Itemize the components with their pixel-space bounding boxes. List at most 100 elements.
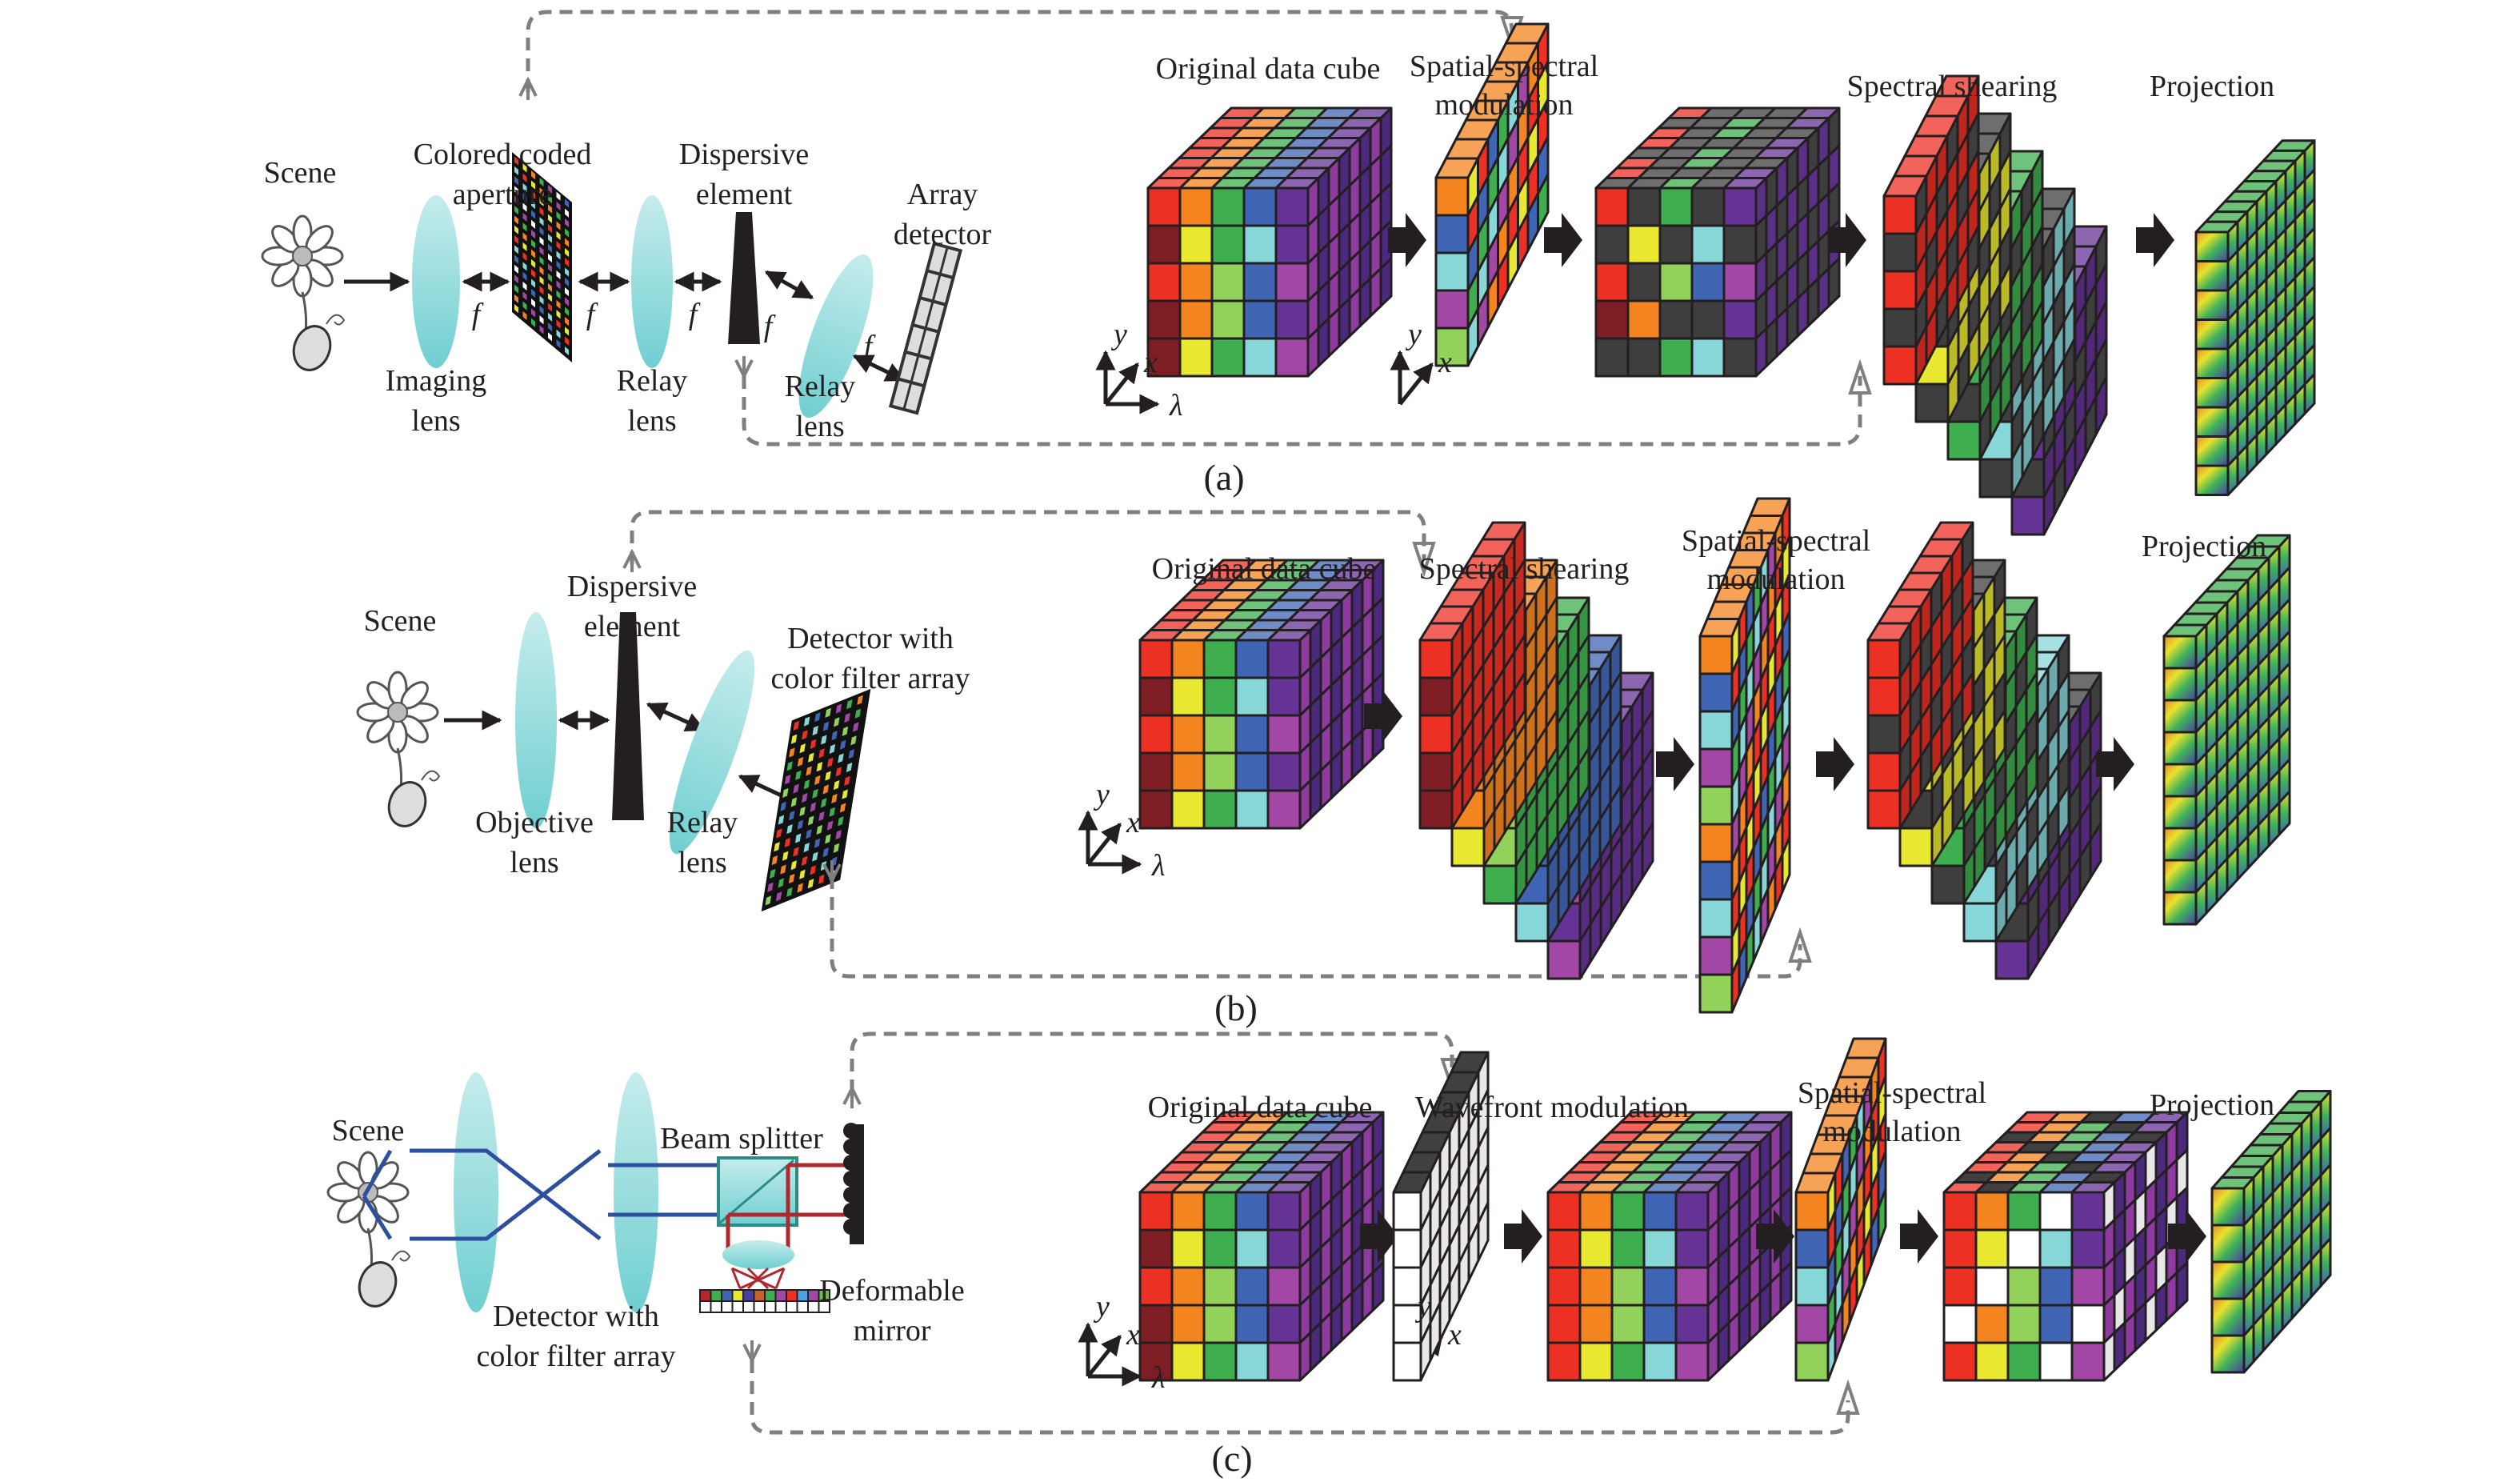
cube-front-cell: [2038, 1191, 2074, 1232]
cube-front-cell: [1626, 224, 1662, 265]
cube-side-cell: [1298, 779, 1312, 830]
cube-front-cell: [2070, 1228, 2106, 1269]
cube-front-cell: [1234, 1341, 1270, 1382]
detector-color-filter-array-icon: [699, 1289, 830, 1313]
cube-front-cell: [1674, 1228, 1710, 1269]
ray-blue-icon: [410, 1148, 602, 1241]
cube-front-cell: [1962, 902, 1998, 943]
cube-front-cell: [1610, 1341, 1646, 1382]
cube-front-cell: [2070, 1191, 2106, 1232]
cube-side-cell: [1817, 267, 1830, 318]
cube-front-cell: [1626, 337, 1662, 378]
axis-y-label: y: [1093, 1290, 1110, 1324]
cube-front-cell: [1626, 262, 1662, 302]
axis-lambda-label: λ: [1151, 849, 1165, 883]
cube-side-cell: [1309, 769, 1322, 819]
axis-y-label: y: [1414, 1290, 1431, 1324]
projection-slab: [2194, 139, 2316, 496]
stage-arrow-icon: [1364, 689, 1402, 743]
wavefront-modulated-cube: [1546, 1111, 1793, 1382]
cube-side-cell: [1358, 277, 1372, 327]
cube-front-cell: [1722, 262, 1758, 302]
cube-front-cell: [2162, 635, 2198, 670]
cube-front-cell: [2038, 1304, 2074, 1344]
ray-blue-icon: [362, 1149, 393, 1240]
stage-arrow-icon: [1828, 213, 1866, 267]
cube-front-cell: [1234, 751, 1270, 792]
cube-front-cell: [1170, 714, 1206, 755]
cube-front-cell: [2210, 1260, 2246, 1300]
cube-front-cell: [1138, 751, 1174, 792]
cube-front-cell: [1234, 676, 1270, 717]
axes-icon: [1078, 810, 1142, 875]
feedback-arrowhead-icon: [1412, 542, 1436, 578]
axes-icon: [1095, 350, 1160, 415]
stage-title: Wavefront modulation: [1415, 1091, 1689, 1124]
axis-x-label: x: [1447, 1318, 1462, 1352]
cube-side-cell: [1748, 1292, 1762, 1342]
cube-front-cell: [2210, 1297, 2246, 1337]
stage-title: modulation: [1822, 1115, 1961, 1148]
sheared-coded-slab: [1866, 521, 1974, 830]
cube-front-cell: [1482, 864, 1518, 905]
cube-front-cell: [1794, 1228, 1830, 1269]
cube-top-cell: [1845, 1037, 1887, 1059]
feedback-arrowhead-icon: [1836, 1379, 1860, 1415]
stage-title: modulation: [1434, 88, 1573, 122]
cube-front-cell: [1882, 270, 1918, 310]
double-arrow-icon: [646, 702, 706, 732]
cube-front-cell: [2006, 1191, 2042, 1232]
cube-front-cell: [1866, 639, 1902, 679]
cube-front-cell: [1274, 186, 1310, 227]
cube-side-cell: [1717, 1321, 1730, 1372]
cube-front-cell: [1210, 262, 1246, 302]
feedback-tail-icon: [842, 1084, 862, 1108]
cube-front-cell: [1138, 714, 1174, 755]
cube-side-cell: [1765, 317, 1778, 367]
cube-front-cell: [1690, 299, 1726, 340]
cube-front-cell: [1210, 186, 1246, 227]
cube-front-cell: [2194, 260, 2230, 292]
cube-front-cell: [1642, 1266, 1678, 1307]
feedback-loop-top-b: [630, 510, 1426, 564]
cube-front-cell: [1138, 789, 1174, 830]
cube-front-cell: [1418, 676, 1454, 717]
array-detector-icon: [888, 241, 963, 415]
detector-color-filter-array-icon: [761, 688, 871, 912]
cube-front-cell: [1266, 789, 1302, 830]
cube-side-cell: [1779, 1261, 1793, 1312]
stage-title: Original data cube: [1152, 552, 1377, 586]
cube-side-cell: [2102, 1332, 2116, 1382]
cube-front-cell: [1930, 864, 1966, 905]
cube-front-cell: [1146, 186, 1182, 227]
cube-top-cell: [1802, 1152, 1844, 1175]
cube-front-cell: [1578, 1228, 1614, 1269]
cube-side-cell: [1298, 1332, 1312, 1382]
stage-title: Spectral shearing: [1419, 552, 1630, 586]
component-label: Dispersive: [567, 570, 698, 603]
sheared-slab: [1882, 74, 1980, 386]
cube-front-cell: [1546, 939, 1582, 980]
cube-front-cell: [1794, 1191, 1830, 1232]
cube-front-cell: [1546, 1191, 1582, 1232]
cube-front-cell: [1674, 1304, 1710, 1344]
cube-front-cell: [1210, 337, 1246, 378]
cube-front-cell: [1978, 458, 2014, 499]
coded-data-cube: [1594, 106, 1841, 378]
stage-arrow-icon: [1816, 737, 1854, 791]
original-data-cube: [1146, 106, 1393, 378]
cube-top-cell: [1794, 1172, 1837, 1194]
cube-front-cell: [1674, 1266, 1710, 1307]
cube-front-cell: [1450, 827, 1486, 867]
cube-front-cell: [1658, 299, 1694, 340]
cube-front-cell: [1698, 785, 1734, 826]
cube-front-cell: [2162, 731, 2198, 766]
cube-front-cell: [1266, 639, 1302, 679]
cube-side-cell: [2123, 1312, 2137, 1362]
scene-flower-icon: [326, 1151, 411, 1308]
stage-title: modulation: [1706, 563, 1845, 596]
cube-front-cell: [1794, 1304, 1830, 1344]
cube-front-cell: [1674, 1191, 1710, 1232]
cube-front-cell: [1866, 789, 1902, 830]
component-label: lens: [510, 846, 558, 879]
